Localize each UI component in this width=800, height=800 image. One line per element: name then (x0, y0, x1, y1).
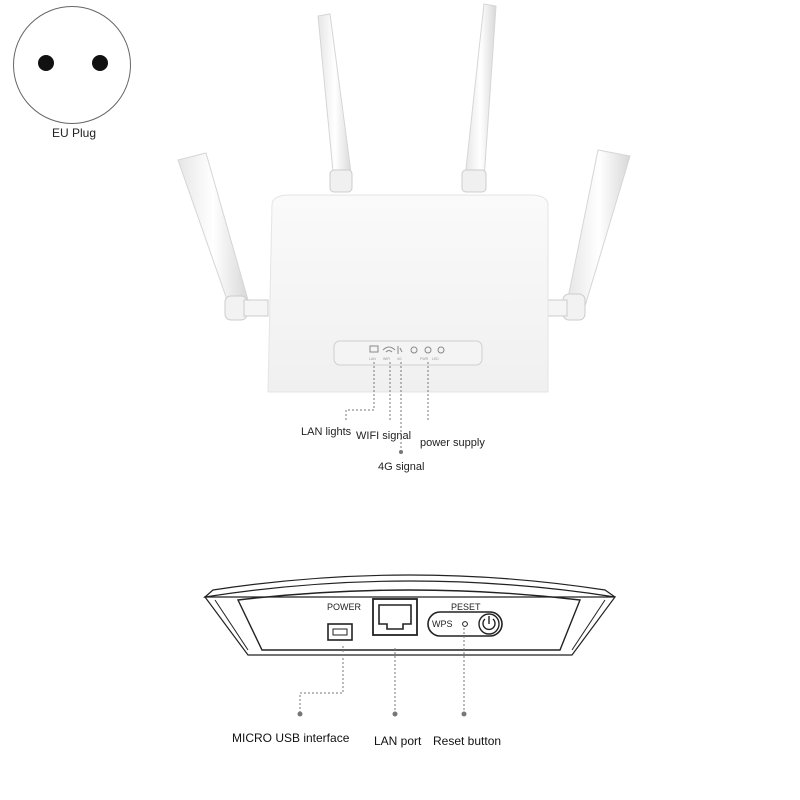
wps-port-label: WPS (432, 619, 453, 629)
led-panel (333, 340, 483, 366)
router-back-illustration (203, 574, 617, 656)
antenna-top-left (317, 13, 353, 193)
4g-signal-label: 4G signal (378, 461, 425, 473)
antenna-top-right (461, 3, 497, 193)
reset-port-label: PESET (451, 602, 481, 612)
micro-usb-port (327, 623, 353, 641)
lan-port-label: LAN port (374, 734, 422, 748)
front-callout-lines (345, 362, 429, 450)
micro-usb-label: MICRO USB interface (232, 731, 350, 745)
panel-icon-label: PWR (420, 357, 429, 361)
back-callout-lines (299, 628, 465, 712)
eu-plug-illustration (13, 6, 131, 124)
lan-lights-label: LAN lights (301, 426, 352, 438)
panel-icon-label: LAN (369, 357, 376, 361)
wifi-signal-label: WIFI signal (356, 430, 412, 442)
plug-caption: EU Plug (52, 126, 97, 140)
callout-dot (461, 711, 467, 717)
callout-dot (399, 450, 403, 454)
power-port-label: POWER (327, 602, 362, 612)
power-supply-label: power supply (420, 437, 485, 449)
panel-icon-label: LED (432, 357, 439, 361)
plug-pin-left (38, 55, 54, 71)
callout-dot (297, 711, 303, 717)
panel-icon-label: WIFI (383, 357, 390, 361)
callout-dot (392, 711, 398, 717)
panel-icon-label: 4G (397, 357, 402, 361)
reset-button-label: Reset button (433, 734, 502, 748)
antenna-left (177, 152, 269, 321)
reset-pinhole (462, 621, 468, 627)
led-indicators (369, 345, 445, 354)
plug-pin-right (92, 55, 108, 71)
antenna-right (544, 149, 631, 321)
